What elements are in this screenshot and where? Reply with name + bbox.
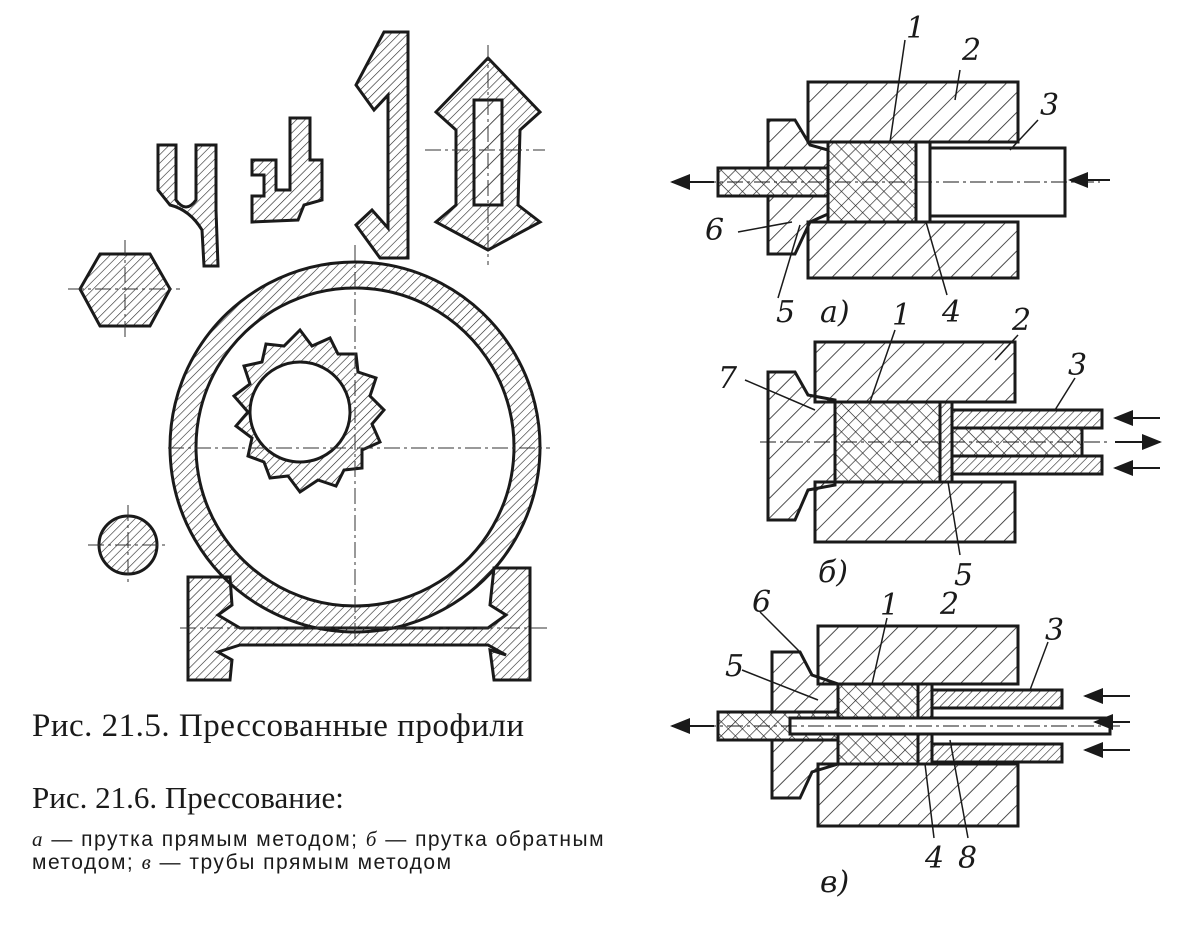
label-b-3: 3	[1068, 348, 1087, 383]
legend-text-c: трубы прямым методом	[189, 851, 453, 874]
legend-letter-b: б	[365, 827, 378, 851]
legend-letter-a: а	[32, 827, 44, 851]
container-top	[806, 80, 1020, 144]
arrows-b	[744, 329, 1162, 556]
hollow-ram-bottom	[950, 454, 1104, 476]
label-b-5: 5	[954, 558, 973, 593]
figure-21-5-profiles	[78, 30, 543, 682]
i-beam-profile	[186, 566, 532, 682]
labels-view-b: 1 2 3 5 7 б)	[718, 298, 1087, 593]
label-b-2: 2	[1011, 303, 1031, 338]
label-c-4: 4	[924, 841, 944, 876]
view-a-tag: а)	[820, 295, 850, 330]
figure-21-5-caption: Рис. 21.5. Прессованные профили	[32, 708, 525, 744]
legend-text-b: прутка обратным методом;	[32, 828, 606, 874]
label-a-3: 3	[1040, 88, 1059, 123]
ram-top-c	[930, 688, 1064, 710]
label-c-5: 5	[725, 649, 744, 684]
stepped-profile	[250, 116, 324, 224]
label-a-6: 6	[705, 213, 724, 248]
label-b-1: 1	[892, 298, 911, 333]
view-b-tag: б)	[818, 555, 848, 590]
view-a-direct-rod	[716, 80, 1067, 280]
label-c-3: 3	[1045, 613, 1064, 648]
toothed-ring-profile	[231, 327, 387, 495]
fork-profile	[156, 143, 220, 268]
view-c-tag: в)	[820, 865, 849, 900]
arrows-a	[670, 39, 1110, 299]
labels-view-c: 6 1 2 3 5 4 8 в)	[725, 585, 1064, 900]
label-a-1: 1	[906, 11, 925, 46]
centerlines-21-5	[68, 45, 550, 650]
label-c-6: 6	[752, 585, 771, 620]
label-a-5: 5	[776, 295, 795, 330]
label-a-4: 4	[941, 295, 961, 330]
label-c-8: 8	[958, 841, 977, 876]
arrows-c	[670, 611, 1130, 839]
label-c-2: 2	[939, 587, 959, 622]
legend-text-a: прутка прямым методом;	[81, 828, 359, 851]
labels-view-a: 1 2 3 4 5 6 а)	[705, 11, 1059, 330]
label-c-1: 1	[880, 588, 899, 623]
view-c-direct-tube	[716, 624, 1112, 828]
figure-21-6-legend: а — прутка прямым методом; б — прутка об…	[32, 827, 606, 875]
hook-profile	[354, 30, 410, 260]
hollow-ram-top	[950, 408, 1104, 430]
container-bottom	[806, 220, 1020, 280]
figure-21-6-caption: Рис. 21.6. Прессование:	[32, 780, 344, 815]
ram-bottom-c	[930, 742, 1064, 764]
die-holder-b	[766, 370, 837, 522]
label-b-7: 7	[718, 361, 738, 396]
label-a-2: 2	[961, 33, 981, 68]
legend-letter-c: в	[141, 850, 153, 874]
